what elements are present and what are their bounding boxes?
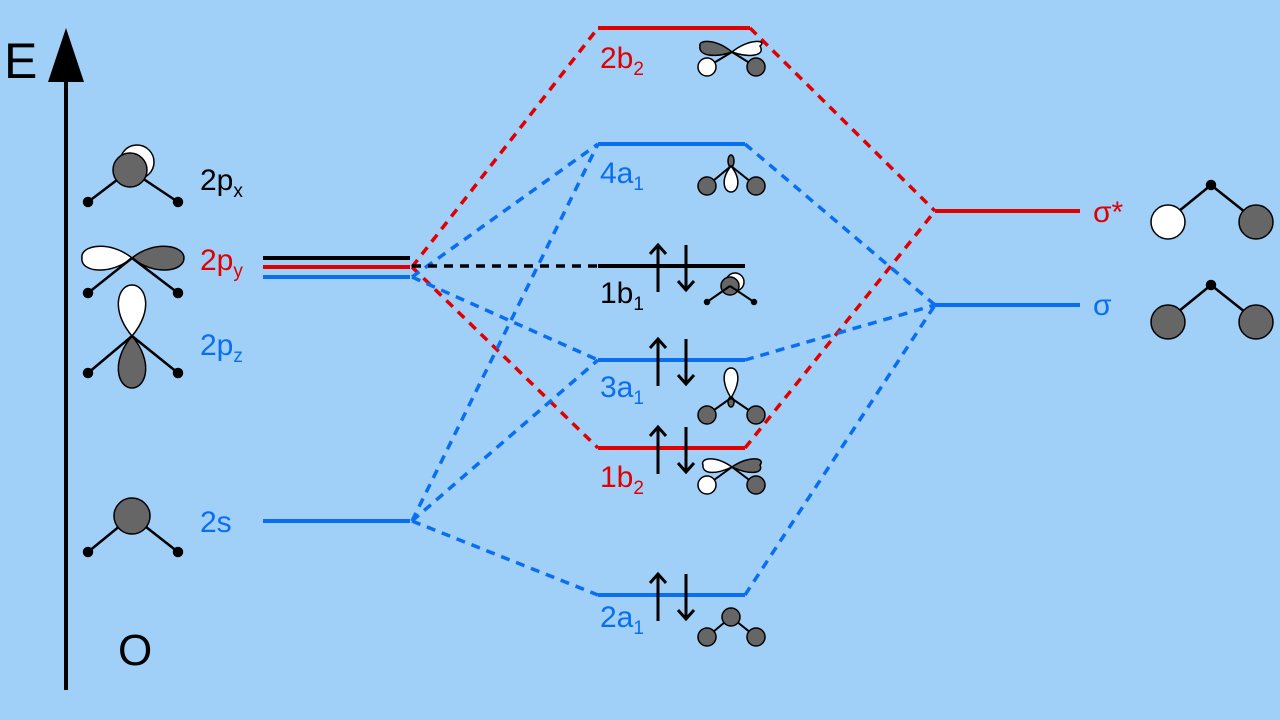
oxygen-labels: 2px 2py 2pz 2s <box>200 164 243 539</box>
orbital-2pz-icon <box>82 284 184 389</box>
svg-text:2b2: 2b2 <box>600 42 644 80</box>
orbital-2a1-icon <box>697 607 766 647</box>
energy-levels <box>263 26 1080 597</box>
corr-line <box>744 303 936 362</box>
energy-label: E <box>4 33 37 89</box>
svg-text:2px: 2px <box>200 164 243 202</box>
correlation-lines <box>410 26 937 597</box>
svg-text:2py: 2py <box>200 244 243 282</box>
corr-line <box>748 26 937 213</box>
orbital-3a1-icon <box>697 367 766 425</box>
svg-text:2pz: 2pz <box>200 329 243 367</box>
corr-line <box>410 143 600 522</box>
svg-text:2s: 2s <box>200 506 232 539</box>
svg-text:σ*: σ* <box>1093 196 1124 229</box>
electron-pair-1b1 <box>648 242 696 293</box>
corr-line <box>411 275 599 362</box>
orbital-sigma-star-icon <box>1150 179 1274 240</box>
svg-text:2a1: 2a1 <box>600 601 644 639</box>
corr-line <box>410 265 600 450</box>
corr-line <box>743 209 937 450</box>
svg-text:σ: σ <box>1093 289 1112 322</box>
orbital-sigma-icon <box>1150 279 1274 340</box>
orbital-1b1-icon <box>703 272 758 306</box>
corr-line <box>410 358 600 523</box>
electron-pair-3a1 <box>648 336 696 387</box>
orbital-2px-icon <box>82 144 184 208</box>
orbital-2s-icon <box>82 497 184 558</box>
svg-text:1b1: 1b1 <box>600 277 644 315</box>
corr-line <box>411 519 599 597</box>
svg-text:4a1: 4a1 <box>600 157 644 195</box>
electron-pair-1b2 <box>648 424 696 475</box>
corr-line <box>410 26 600 269</box>
corr-line <box>410 142 600 279</box>
energy-axis: E O <box>4 28 152 690</box>
axis-arrowhead-icon <box>48 28 84 82</box>
orbital-2b2-icon <box>697 40 766 77</box>
svg-text:1b2: 1b2 <box>600 461 644 499</box>
orbital-4a1-icon <box>697 154 766 196</box>
mo-labels: 2b2 4a1 1b1 3a1 1b2 2a1 <box>600 42 644 639</box>
electron-pair-2a1 <box>648 571 696 622</box>
atom-label: O <box>118 626 152 675</box>
corr-line <box>743 304 937 596</box>
electron-pairs <box>648 242 696 622</box>
orbital-2py-icon <box>81 245 185 299</box>
hydrogen-labels: σ* σ <box>1093 196 1124 322</box>
svg-text:3a1: 3a1 <box>600 371 644 409</box>
corr-line <box>743 142 937 307</box>
orbital-1b2-icon <box>697 458 766 495</box>
orbital-pictograms <box>81 40 1274 647</box>
